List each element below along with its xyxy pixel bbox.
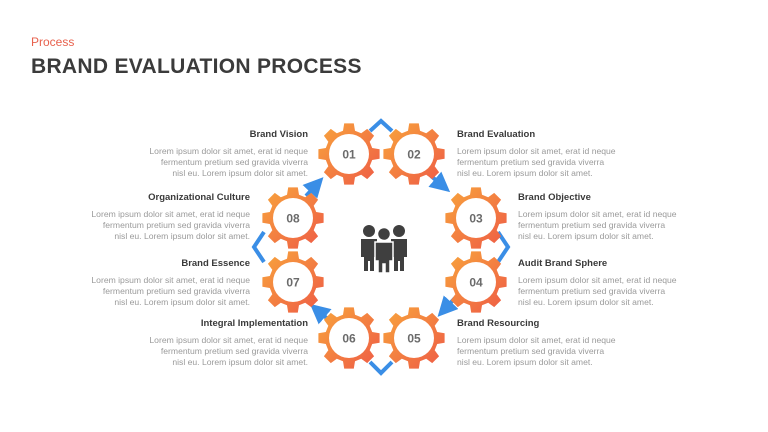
- gear-number: 02: [407, 148, 421, 162]
- step-04-text: Lorem ipsum dolor sit amet, erat id nequ…: [518, 275, 677, 307]
- slide-title: BRAND EVALUATION PROCESS: [31, 55, 362, 78]
- gear-center: [329, 318, 369, 358]
- gear-01: 01: [318, 123, 380, 185]
- step-04-block: Audit Brand Sphere Lorem ipsum dolor sit…: [518, 258, 768, 308]
- step-02-title: Brand Evaluation: [457, 129, 536, 140]
- gear-05: 05: [383, 307, 445, 369]
- step-08-title: Organizational Culture: [148, 192, 250, 203]
- step-05-text: Lorem ipsum dolor sit amet, erat id nequ…: [457, 335, 616, 367]
- step-04-title: Audit Brand Sphere: [518, 258, 608, 269]
- step-06-text: Lorem ipsum dolor sit amet, erat id nequ…: [149, 335, 308, 367]
- gear-center: [273, 262, 313, 302]
- gear-04: 04: [445, 251, 507, 313]
- gear-07: 07: [262, 251, 324, 313]
- gear-center: [273, 198, 313, 238]
- gear-number: 04: [469, 276, 483, 290]
- gear-number: 03: [469, 212, 483, 226]
- gear-number: 01: [342, 148, 356, 162]
- team-people-icon: [361, 225, 407, 274]
- gears-group: 01 02 03 04 05 06 07 08: [262, 123, 507, 369]
- arrow-top: [368, 118, 394, 133]
- gear-center: [394, 134, 434, 174]
- step-08-block: Organizational Culture Lorem ipsum dolor…: [0, 192, 250, 242]
- slide-subtitle: Process: [31, 35, 75, 49]
- gear-08: 08: [262, 187, 324, 249]
- gear-03: 03: [445, 187, 507, 249]
- gear-center: [394, 318, 434, 358]
- arrow-left: [251, 230, 266, 264]
- step-03-text: Lorem ipsum dolor sit amet, erat id nequ…: [518, 209, 677, 241]
- step-02-block: Brand Evaluation Lorem ipsum dolor sit a…: [457, 129, 707, 179]
- step-01-block: Brand Vision Lorem ipsum dolor sit amet,…: [58, 129, 308, 179]
- arrow-bottom: [368, 360, 394, 376]
- step-07-text: Lorem ipsum dolor sit amet, erat id nequ…: [91, 275, 250, 307]
- step-01-title: Brand Vision: [249, 129, 308, 140]
- gear-center: [456, 262, 496, 302]
- gear-center: [456, 198, 496, 238]
- gear-number: 05: [407, 332, 421, 346]
- step-02-text: Lorem ipsum dolor sit amet, erat id nequ…: [457, 146, 616, 178]
- gear-02: 02: [383, 123, 445, 185]
- gear-number: 07: [286, 276, 300, 290]
- gear-center: [329, 134, 369, 174]
- step-01-text: Lorem ipsum dolor sit amet, erat id nequ…: [149, 146, 308, 178]
- arrow-right: [496, 230, 511, 264]
- step-05-title: Brand Resourcing: [457, 318, 540, 329]
- step-06-block: Integral Implementation Lorem ipsum dolo…: [58, 318, 308, 368]
- step-03-title: Brand Objective: [518, 192, 591, 203]
- step-07-title: Brand Essence: [181, 258, 250, 269]
- gear-06: 06: [318, 307, 380, 369]
- step-03-block: Brand Objective Lorem ipsum dolor sit am…: [518, 192, 768, 242]
- arrow-08-01: [302, 177, 324, 199]
- step-06-title: Integral Implementation: [200, 318, 308, 329]
- gear-number: 08: [286, 212, 300, 226]
- step-08-text: Lorem ipsum dolor sit amet, erat id nequ…: [91, 209, 250, 241]
- gear-number: 06: [342, 332, 356, 346]
- step-07-block: Brand Essence Lorem ipsum dolor sit amet…: [0, 258, 250, 308]
- step-05-block: Brand Resourcing Lorem ipsum dolor sit a…: [457, 318, 707, 368]
